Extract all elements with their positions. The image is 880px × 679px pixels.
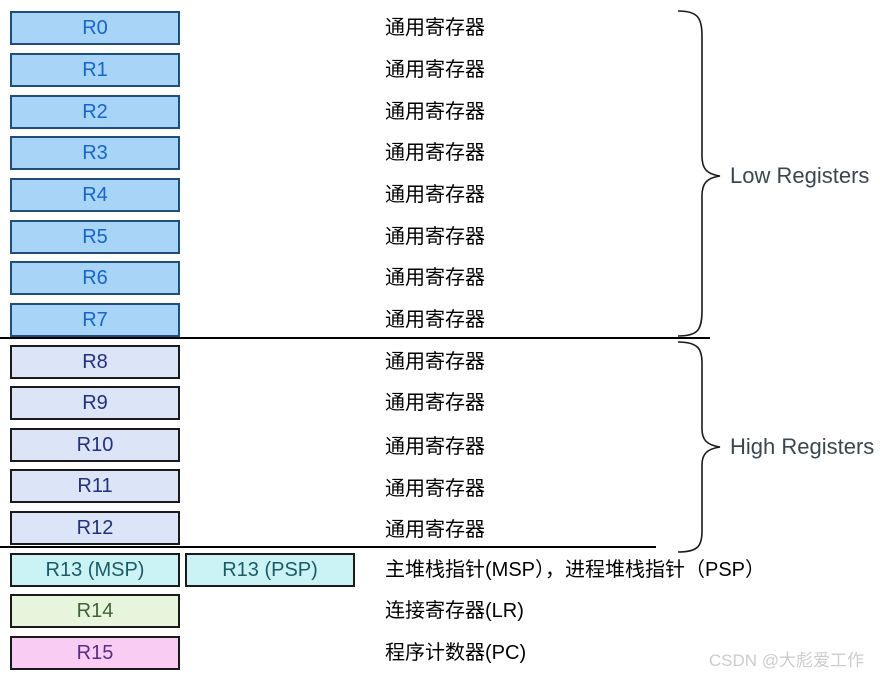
register-desc-r10: 通用寄存器 <box>385 436 485 458</box>
separator-low-high <box>0 337 710 339</box>
low-registers-label: Low Registers <box>730 163 870 188</box>
register-box-r5: R5 <box>10 220 180 254</box>
register-box-r13-psp: R13 (PSP) <box>185 553 355 587</box>
register-box-r1: R1 <box>10 53 180 87</box>
high-registers-label: High Registers <box>730 434 875 459</box>
register-desc-r7: 通用寄存器 <box>385 309 485 331</box>
register-box-r3: R3 <box>10 136 180 170</box>
register-desc-r1: 通用寄存器 <box>385 59 485 81</box>
register-desc-r15: 程序计数器(PC) <box>385 642 527 664</box>
register-box-r8: R8 <box>10 345 180 379</box>
register-box-r10: R10 <box>10 428 180 462</box>
register-box-r14: R14 <box>10 594 180 628</box>
csdn-watermark: CSDN @大彪爱工作 <box>708 651 864 670</box>
high-registers-brace-icon <box>677 341 721 553</box>
register-box-r12: R12 <box>10 511 180 545</box>
register-box-r15: R15 <box>10 636 180 670</box>
register-box-r2: R2 <box>10 95 180 129</box>
register-box-r13-msp: R13 (MSP) <box>10 553 180 587</box>
register-desc-r11: 通用寄存器 <box>385 478 485 500</box>
register-box-r11: R11 <box>10 469 180 503</box>
register-desc-r9: 通用寄存器 <box>385 392 485 414</box>
register-box-r7: R7 <box>10 303 180 337</box>
register-desc-r8: 通用寄存器 <box>385 351 485 373</box>
register-box-r4: R4 <box>10 178 180 212</box>
separator-high-special <box>0 546 656 548</box>
register-desc-r0: 通用寄存器 <box>385 17 485 39</box>
register-box-r6: R6 <box>10 261 180 295</box>
register-desc-r5: 通用寄存器 <box>385 226 485 248</box>
register-desc-r3: 通用寄存器 <box>385 142 485 164</box>
low-registers-brace-icon <box>677 10 721 337</box>
register-desc-r2: 通用寄存器 <box>385 101 485 123</box>
register-box-r0: R0 <box>10 11 180 45</box>
register-desc-r4: 通用寄存器 <box>385 184 485 206</box>
register-desc-r12: 通用寄存器 <box>385 519 485 541</box>
register-desc-r14: 连接寄存器(LR) <box>385 600 524 622</box>
register-box-r9: R9 <box>10 386 180 420</box>
register-desc-r13: 主堆栈指针(MSP），进程堆栈指针（PSP） <box>385 559 766 581</box>
register-desc-r6: 通用寄存器 <box>385 267 485 289</box>
